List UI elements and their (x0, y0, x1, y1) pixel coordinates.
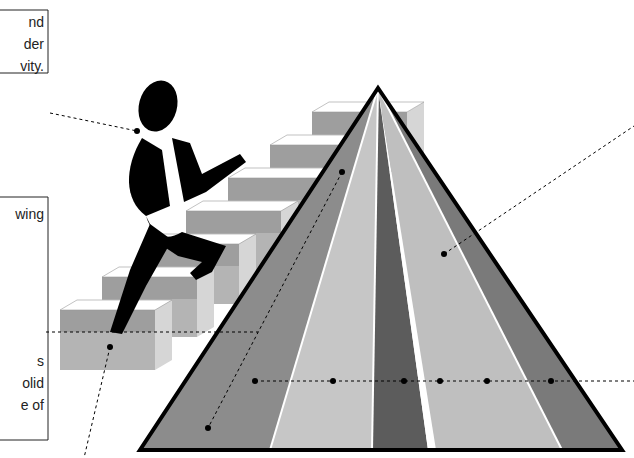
callout-text: s olid e of (14, 350, 44, 416)
bracket (0, 197, 48, 440)
stair-climber (110, 76, 246, 334)
pyramid (140, 88, 622, 450)
callout-text: wing (4, 203, 44, 225)
callout-text: nd der vity. (8, 11, 44, 77)
leader-line (46, 113, 634, 458)
leader-dot (107, 128, 554, 431)
